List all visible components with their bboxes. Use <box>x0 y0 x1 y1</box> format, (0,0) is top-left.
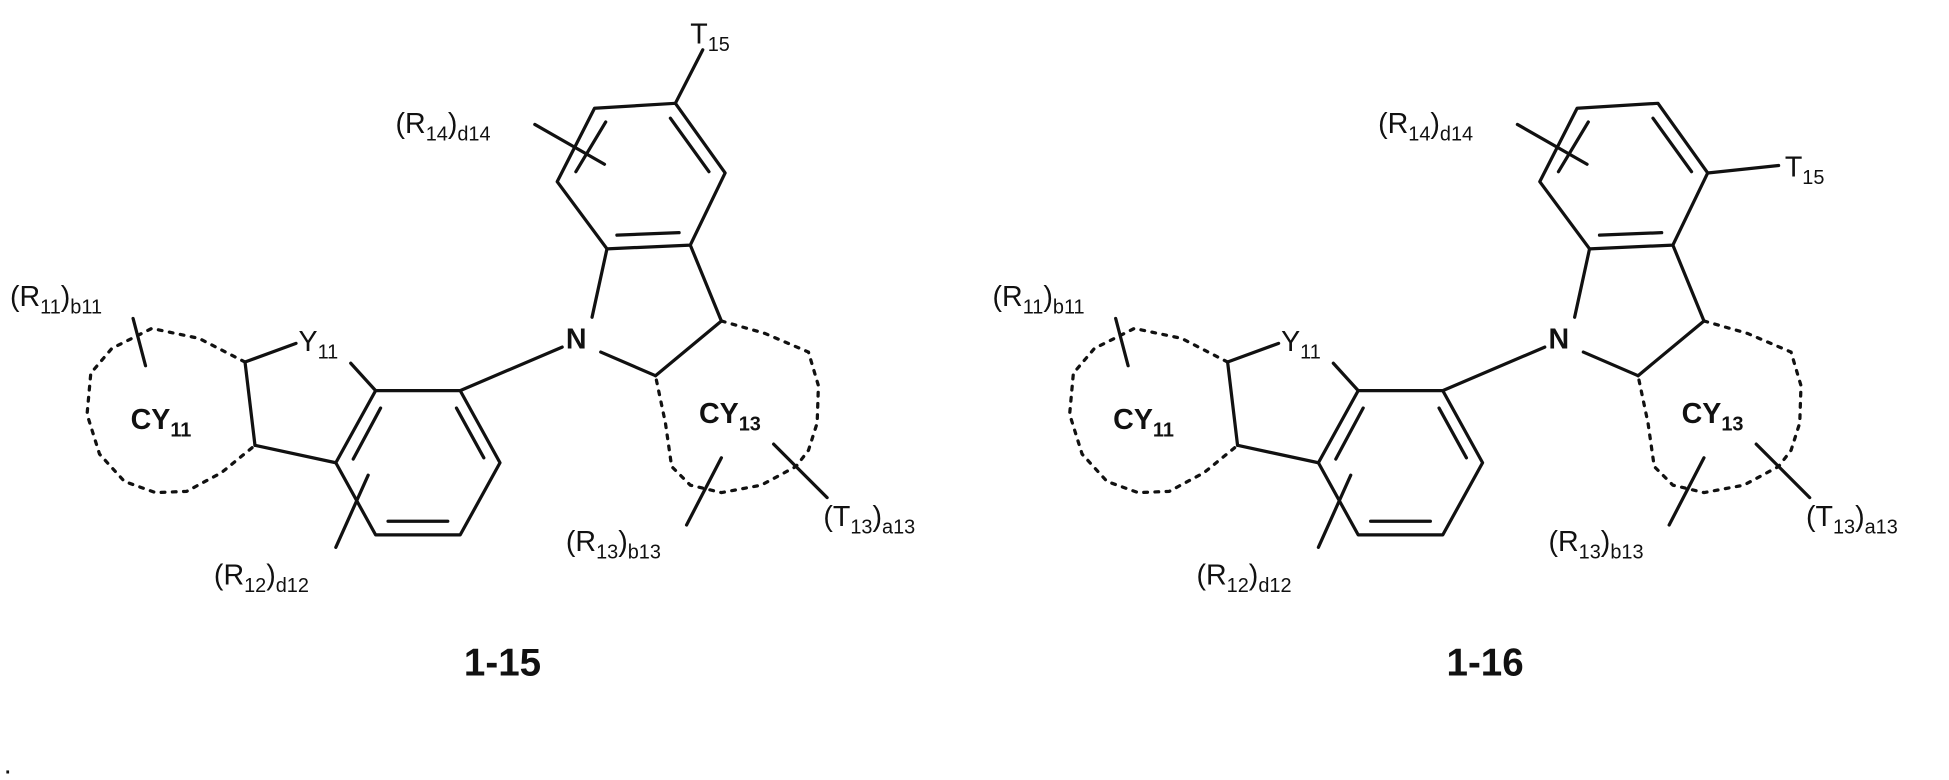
t15-label: T15 <box>690 19 730 56</box>
n-atom-label: N <box>566 323 587 355</box>
subscript: a13 <box>1865 517 1898 539</box>
label-text: (R <box>396 108 426 140</box>
y11-label: Y11 <box>1281 326 1321 363</box>
n-atom-label: N <box>1549 323 1570 355</box>
subscript: d14 <box>457 124 490 146</box>
subscript: 15 <box>1802 167 1824 189</box>
subscript: 11 <box>1300 341 1321 363</box>
label-text: (R <box>214 560 244 592</box>
label-text: T <box>690 19 707 51</box>
r11-label: (R11)b11 <box>993 281 1085 318</box>
label-text: ) <box>1043 281 1053 313</box>
subscript: 13 <box>1721 413 1743 435</box>
label-text: (R <box>1378 108 1408 140</box>
cy13-label: CY13 <box>699 398 761 435</box>
subscript: b11 <box>1053 297 1085 319</box>
structure-1-15: T15 (R14)d14 N Y11 (R11)b11 CY11 (R12)d1… <box>10 19 915 685</box>
label-text: (T <box>823 501 850 533</box>
label-text: Y <box>1281 326 1300 358</box>
subscript: 12 <box>1227 575 1249 597</box>
label-text: ) <box>873 501 883 533</box>
t13-label: (T13)a13 <box>823 501 915 538</box>
subscript: 11 <box>40 297 61 319</box>
subscript: 11 <box>170 420 191 442</box>
y11-label: Y11 <box>299 326 339 363</box>
r12-label: (R12)d12 <box>1197 560 1292 597</box>
r14-label: (R14)d14 <box>1378 108 1473 145</box>
label-text: Y <box>299 326 318 358</box>
label-text: ) <box>61 281 71 313</box>
subscript: 14 <box>1408 124 1430 146</box>
label-text: (R <box>993 281 1023 313</box>
structure-1-16: T15 (R14)d14 N Y11 (R11)b11 CY11 (R12)d1… <box>993 103 1898 684</box>
subscript: 13 <box>1833 517 1855 539</box>
label-text: CY <box>1113 404 1153 436</box>
subscript: 11 <box>1023 297 1044 319</box>
subscript: b11 <box>70 297 102 319</box>
subscript: 11 <box>1153 420 1174 442</box>
subscript: 14 <box>426 124 448 146</box>
r14-label: (R14)d14 <box>396 108 491 145</box>
label-text: ) <box>266 560 276 592</box>
label-text: (T <box>1806 501 1833 533</box>
subscript: 11 <box>318 341 339 363</box>
label-text: (R <box>1549 526 1579 558</box>
subscript: d14 <box>1440 124 1473 146</box>
subscript: 13 <box>596 542 618 564</box>
r13-label: (R13)b13 <box>566 526 661 563</box>
label-text: ) <box>448 108 458 140</box>
subscript: b13 <box>1610 542 1643 564</box>
structure-caption: 1-16 <box>1447 641 1524 684</box>
subscript: 13 <box>1579 542 1601 564</box>
cy11-label: CY11 <box>131 404 192 441</box>
trailing-period: . <box>4 749 12 780</box>
subscript: 15 <box>708 34 730 56</box>
cy11-label: CY11 <box>1113 404 1174 441</box>
subscript: 12 <box>244 575 266 597</box>
subscript: b13 <box>628 542 661 564</box>
label-text: CY <box>699 398 739 430</box>
label-text: (R <box>566 526 596 558</box>
t15-label: T15 <box>1785 152 1825 189</box>
subscript: d12 <box>1258 575 1291 597</box>
subscript: 13 <box>739 413 761 435</box>
r12-label: (R12)d12 <box>214 560 309 597</box>
cy13-label: CY13 <box>1682 398 1744 435</box>
label-text: ) <box>1249 560 1259 592</box>
subscript: d12 <box>276 575 309 597</box>
label-text: (R <box>10 281 40 313</box>
r13-label: (R13)b13 <box>1549 526 1644 563</box>
label-text: ) <box>1430 108 1440 140</box>
label-text: CY <box>131 404 171 436</box>
label-text: CY <box>1682 398 1722 430</box>
label-text: ) <box>618 526 628 558</box>
label-text: T <box>1785 152 1802 184</box>
r11-label: (R11)b11 <box>10 281 102 318</box>
subscript: a13 <box>882 517 915 539</box>
t13-label: (T13)a13 <box>1806 501 1898 538</box>
structure-caption: 1-15 <box>464 641 541 684</box>
subscript: 13 <box>850 517 872 539</box>
label-text: (R <box>1197 560 1227 592</box>
label-text: ) <box>1601 526 1611 558</box>
label-text: ) <box>1855 501 1865 533</box>
